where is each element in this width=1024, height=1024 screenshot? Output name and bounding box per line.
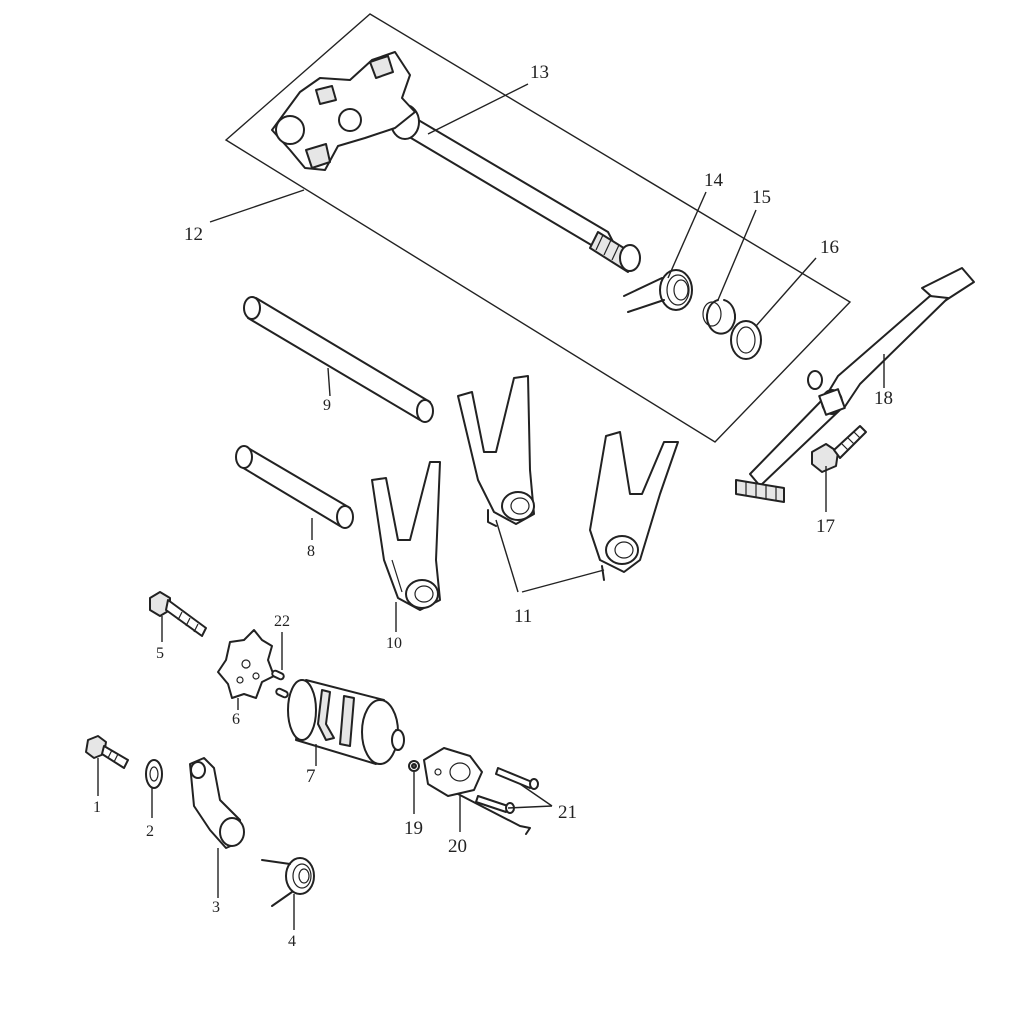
callout-5: 5	[156, 645, 164, 662]
part-16-washer	[730, 320, 762, 360]
part-3-stopper-arm	[189, 757, 245, 849]
part-18-shift-pedal	[735, 267, 975, 503]
part-13-shift-shaft	[271, 51, 641, 273]
part-5-bolt	[149, 591, 207, 637]
callout-1: 1	[93, 799, 101, 816]
part-10-shift-fork	[371, 461, 441, 611]
callout-4: 4	[288, 933, 296, 950]
callout-6: 6	[232, 711, 240, 728]
part-2-washer-hole	[149, 766, 159, 782]
part-14-return-spring	[623, 269, 693, 313]
part-15-circlip-inner	[702, 301, 722, 327]
part-20-switch-plate	[423, 747, 531, 835]
callout-12: 12	[184, 224, 203, 245]
part-9-fork-shaft	[243, 296, 434, 423]
callout-19: 19	[404, 818, 423, 839]
part-21-contact-pins	[475, 767, 539, 814]
part-16-washer-hole	[736, 326, 756, 354]
part-17-bolt	[811, 425, 867, 473]
part-4-spring	[261, 857, 315, 907]
callout-14: 14	[704, 170, 724, 191]
callout-2: 2	[146, 823, 154, 840]
callout-13: 13	[530, 62, 549, 83]
callout-9: 9	[323, 397, 331, 414]
part-19-pin	[408, 760, 420, 772]
part-11-shift-fork-a	[457, 375, 535, 527]
callout-7: 7	[306, 766, 316, 787]
callout-15: 15	[752, 187, 771, 208]
callout-21: 21	[558, 802, 577, 823]
callout-8: 8	[307, 543, 315, 560]
callout-11: 11	[514, 606, 532, 627]
callout-16: 16	[820, 237, 839, 258]
part-2-washer	[145, 759, 163, 789]
part-1-bolt	[85, 735, 129, 769]
callout-3: 3	[212, 899, 220, 916]
assembly-frame	[224, 13, 852, 443]
callout-17: 17	[816, 516, 835, 537]
part-8-fork-shaft	[235, 445, 354, 529]
callout-22: 22	[274, 613, 290, 630]
part-11-shift-fork-b	[589, 431, 679, 581]
part-22-pins	[271, 669, 289, 699]
callout-18: 18	[874, 388, 893, 409]
part-7-shift-drum	[287, 679, 405, 765]
part-6-star-plate	[217, 629, 275, 699]
callout-10: 10	[386, 635, 402, 652]
callout-20: 20	[448, 836, 467, 857]
leader-lines	[97, 83, 885, 930]
